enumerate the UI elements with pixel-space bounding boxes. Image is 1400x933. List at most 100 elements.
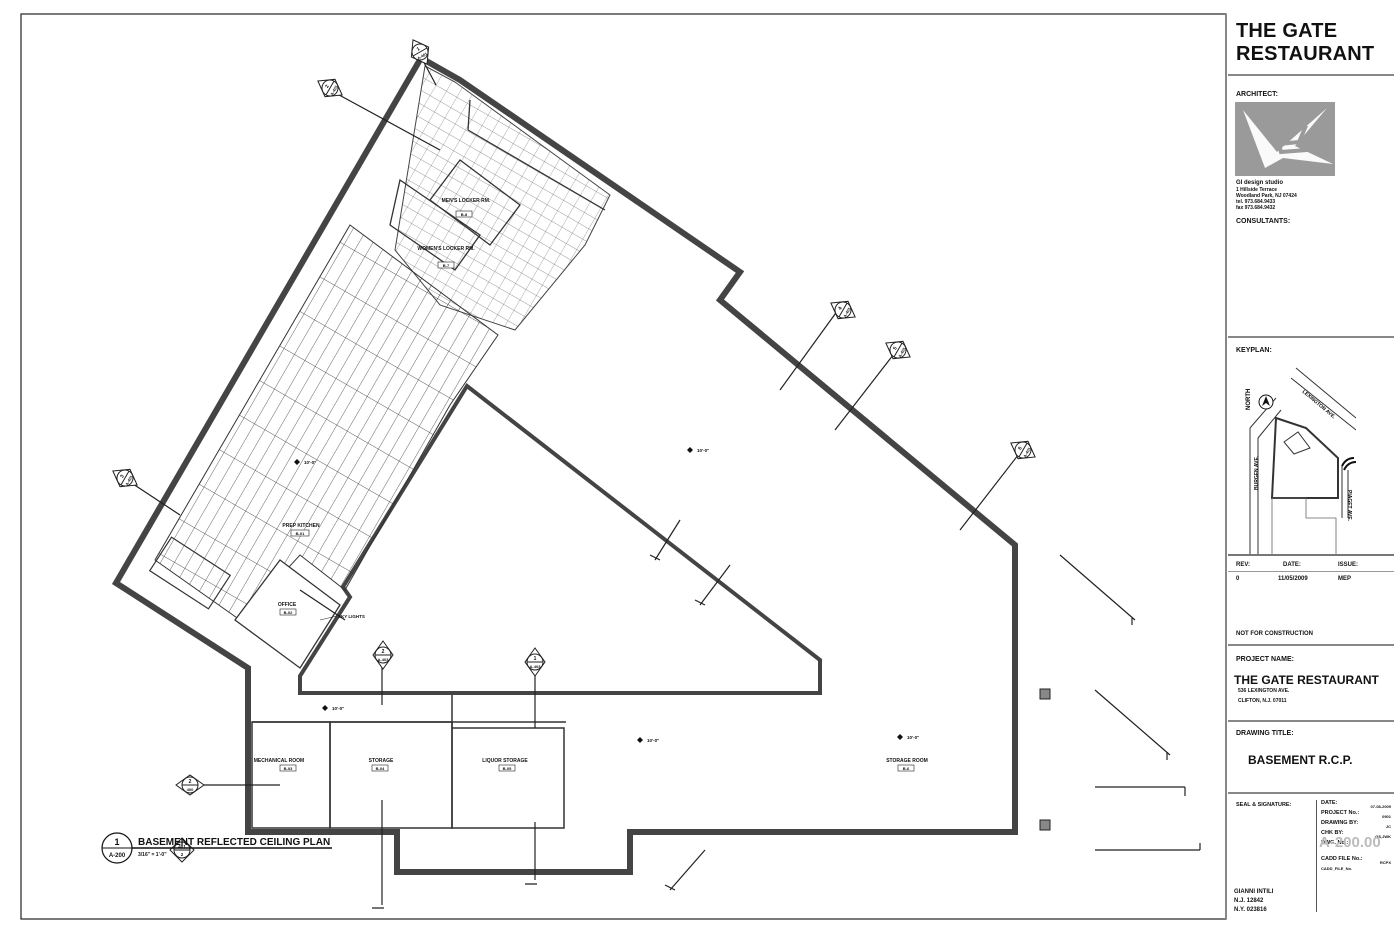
info-chk-by-label: CHK BY:: [1321, 830, 1344, 836]
section-marker: 4 A-401: [830, 300, 856, 320]
kitchen-equipment: [148, 536, 232, 610]
ceiling-height: 10'-0": [332, 706, 344, 711]
ceiling-height: 10'-0": [647, 738, 659, 743]
firm-title: THE GATE RESTAURANT: [1236, 20, 1374, 66]
street-lexington: LEXINGTON AVE.: [1301, 389, 1337, 421]
date-label: DATE:: [1283, 562, 1301, 568]
building-walls: [111, 53, 1018, 875]
cadd-file-value: RCPX: [1379, 860, 1391, 865]
room-tag: B-04: [376, 766, 385, 771]
studio-fax: fax 973.684.9432: [1236, 205, 1276, 211]
project-name-label: PROJECT NAME:: [1236, 656, 1294, 663]
divider: [1228, 74, 1394, 76]
skylights-label: SKY LIGHTS: [338, 614, 365, 619]
section-marker: 1 A-403: [524, 647, 546, 677]
info-dwg-no-label: DWG. No.:: [1321, 840, 1349, 846]
section-marker-num: 401: [178, 844, 186, 849]
firm-title-line1: THE GATE: [1236, 20, 1338, 42]
column: [1039, 819, 1051, 831]
section-marker-sheet: 2: [181, 852, 184, 857]
room-name: PREP KITCHEN: [282, 523, 320, 529]
section-marker-sheet: 400: [187, 787, 194, 792]
section-marker-num: 6: [1017, 446, 1024, 452]
ceiling-height: 10'-0": [304, 460, 316, 465]
room-name: WOMEN'S LOCKER RM.: [417, 246, 475, 252]
south-rooms: [251, 695, 566, 829]
info-date-label: DATE:: [1321, 800, 1338, 806]
stamp-ny: N.Y. 023816: [1234, 907, 1267, 913]
room-labels: MEN'S LOCKER RM. B-8 WOMEN'S LOCKER RM. …: [254, 198, 928, 772]
section-marker-sheet: A-401: [1022, 446, 1032, 459]
studio-address2: Woodland Park, NJ 07424: [1236, 193, 1297, 199]
stamp-nj: N.J. 12842: [1234, 898, 1264, 904]
drawing-label-number: 1: [114, 837, 119, 847]
divider: [1228, 792, 1394, 794]
section-marker: 2 400: [175, 774, 205, 796]
section-marker-sheet: A-401: [124, 474, 134, 487]
drawing-label-sheet: A-200: [109, 853, 126, 859]
studio-address1: 1 Hillside Terrace: [1236, 187, 1278, 193]
north-label: NORTH: [1246, 389, 1252, 410]
street-burgen: BURGEN AVE.: [1254, 455, 1260, 490]
drawing-title: BASEMENT R.C.P.: [1248, 753, 1353, 767]
section-marker-num: 2: [189, 779, 192, 785]
section-marker: 2 A-401: [317, 78, 343, 98]
section-marker: 1 A-401: [410, 39, 430, 65]
project-address2: CLIFTON, N.J. 07011: [1238, 698, 1287, 704]
divider: [1228, 720, 1394, 722]
room-name: MECHANICAL ROOM: [254, 758, 304, 764]
room-tag: B-8: [461, 212, 468, 217]
cadd-file-label: CADD FILE No.:: [1321, 856, 1363, 862]
section-marker-sheet: A-403: [378, 657, 390, 662]
room-tag: B-05: [503, 766, 512, 771]
drawing-info-table: DATE: 07-08-2009 PROJECT No.: 0901 DRAWI…: [1316, 800, 1395, 912]
rev-label: REV:: [1236, 562, 1251, 568]
keyplan-diagram: NORTH LEXINGTON AVE. BURGEN AVE. PIAGET …: [1246, 367, 1356, 554]
studio-tel: tel. 973.684.9433: [1236, 199, 1276, 205]
logo-mark-icon: [1235, 102, 1335, 176]
stamp-name: GIANNI INTILI: [1234, 889, 1274, 895]
info-project-no-value: 0901: [1382, 814, 1391, 819]
section-marker-num: 4: [837, 306, 844, 312]
divider: [1228, 644, 1394, 646]
architect-label: ARCHITECT:: [1236, 91, 1278, 98]
section-marker-num: 2: [382, 649, 385, 655]
date-value: 11/05/2009: [1278, 576, 1308, 582]
info-project-no-label: PROJECT No.:: [1321, 810, 1360, 816]
street-piaget: PIAGET AVE.: [1346, 490, 1352, 522]
info-chk-by-value: GS,JWK: [1375, 834, 1391, 839]
room-tag: B-03: [284, 766, 293, 771]
drawing-label: 1 A-200 BASEMENT REFLECTED CEILING PLAN …: [101, 832, 332, 864]
section-marker-num: 1: [416, 46, 422, 53]
section-marker: 401 2: [169, 837, 195, 863]
room-tag: B-01: [296, 531, 305, 536]
drawing-label-scale: 3/16" = 1'-0": [138, 852, 167, 858]
divider: [1228, 336, 1394, 338]
firm-title-line2: RESTAURANT: [1236, 43, 1375, 65]
section-marker-sheet: A-403: [530, 664, 542, 669]
room-tag: B-6: [903, 766, 910, 771]
room-name: STORAGE: [369, 758, 394, 764]
section-cut-lines: [126, 54, 1201, 909]
consultants-label: CONSULTANTS:: [1236, 218, 1291, 225]
title-block: THE GATE RESTAURANT ARCHITECT: GI design…: [1228, 14, 1394, 919]
section-marker-num: 5: [892, 346, 899, 352]
room-tag: B-7: [443, 263, 450, 268]
section-markers: 2 A-403 1 A-403 2 400 401 2 1 A-401 2 A-…: [112, 39, 1036, 863]
section-marker: 6 A-401: [1010, 440, 1036, 460]
rev-value: 0: [1236, 576, 1240, 582]
section-marker-sheet: A-401: [897, 346, 907, 359]
ceiling-height: 10'-0": [697, 448, 709, 453]
issue-label: ISSUE:: [1338, 562, 1359, 568]
info-drawing-by-value: JC: [1385, 824, 1391, 829]
locker-partitions: [389, 99, 606, 271]
project-name: THE GATE RESTAURANT: [1234, 673, 1379, 687]
divider: [1228, 554, 1394, 556]
keyplan-label: KEYPLAN:: [1236, 347, 1272, 354]
divider: [1228, 571, 1394, 572]
section-marker-sheet: A-401: [329, 84, 339, 97]
section-marker: 3 A-401: [112, 468, 138, 488]
section-marker-num: 3: [119, 474, 126, 480]
sheet-number: A-200.00: [1319, 834, 1381, 851]
